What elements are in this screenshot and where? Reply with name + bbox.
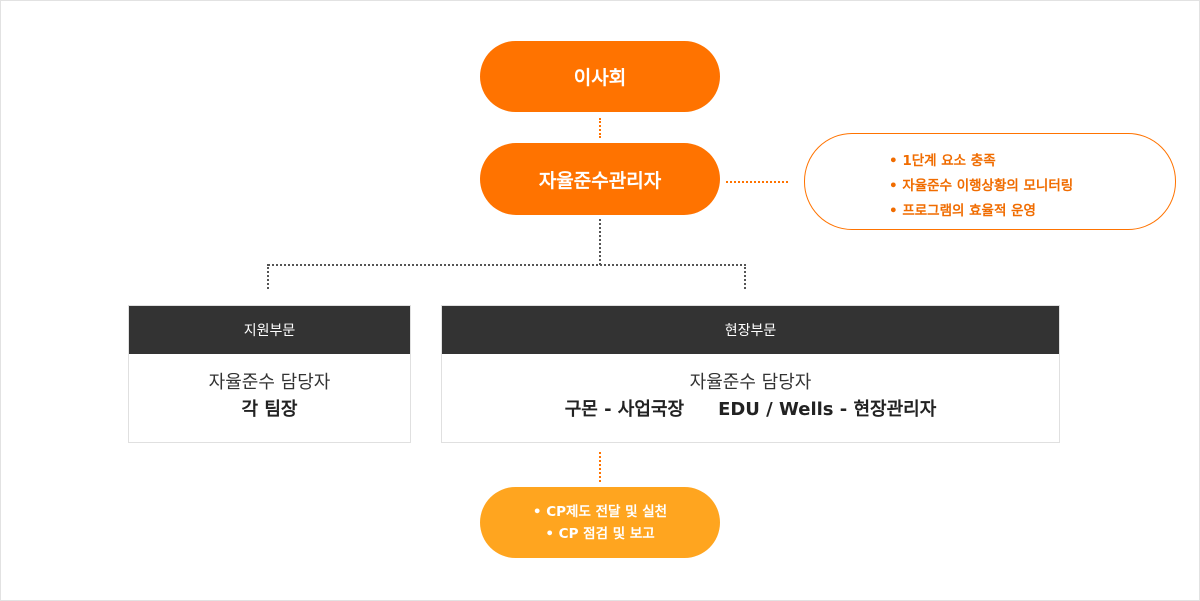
compliance-manager-duties: • 1단계 요소 충족 • 자율준수 이행상황의 모니터링 • 프로그램의 효율… — [804, 133, 1176, 230]
support-department-body: 자율준수 담당자 각 팀장 — [129, 354, 410, 424]
connector-departments-branch — [268, 264, 746, 266]
duty-item: • 프로그램의 효율적 운영 — [889, 203, 1036, 219]
support-role: 자율준수 담당자 — [208, 372, 331, 393]
practice-item: • CP제도 전달 및 실천 — [532, 503, 668, 520]
practice-node: • CP제도 전달 및 실천 • CP 점검 및 보고 — [480, 487, 720, 558]
connector-manager-departments — [599, 219, 601, 265]
field-department-title: 현장부문 — [442, 306, 1059, 354]
field-assignee-edu-wells: EDU / Wells - 현장관리자 — [718, 399, 937, 420]
duty-item: • 자율준수 이행상황의 모니터링 — [889, 178, 1074, 194]
board-label: 이사회 — [573, 67, 627, 89]
connector-manager-duties — [726, 181, 788, 183]
field-assignees: 구몬 - 사업국장 EDU / Wells - 현장관리자 — [565, 396, 937, 424]
practice-item: • CP 점검 및 보고 — [545, 525, 655, 542]
field-assignee-gumon: 구몬 - 사업국장 — [564, 399, 685, 420]
connector-board-manager — [599, 118, 601, 138]
connector-branch-field — [744, 264, 746, 289]
support-department-title: 지원부문 — [129, 306, 410, 354]
support-department: 지원부문 자율준수 담당자 각 팀장 — [128, 305, 411, 443]
connector-branch-support — [267, 264, 269, 289]
duty-list: • 1단계 요소 충족 • 자율준수 이행상황의 모니터링 • 프로그램의 효율… — [889, 149, 1073, 224]
connector-field-practice — [599, 452, 601, 482]
duty-item: • 1단계 요소 충족 — [889, 153, 996, 169]
compliance-manager-label: 자율준수관리자 — [538, 169, 662, 192]
support-assignee: 각 팀장 — [241, 399, 298, 420]
field-department: 현장부문 자율준수 담당자 구몬 - 사업국장 EDU / Wells - 현장관… — [441, 305, 1060, 443]
board-node: 이사회 — [480, 41, 720, 112]
compliance-manager-node: 자율준수관리자 — [480, 143, 720, 215]
field-role: 자율준수 담당자 — [689, 372, 812, 393]
field-department-body: 자율준수 담당자 구몬 - 사업국장 EDU / Wells - 현장관리자 — [442, 354, 1059, 424]
